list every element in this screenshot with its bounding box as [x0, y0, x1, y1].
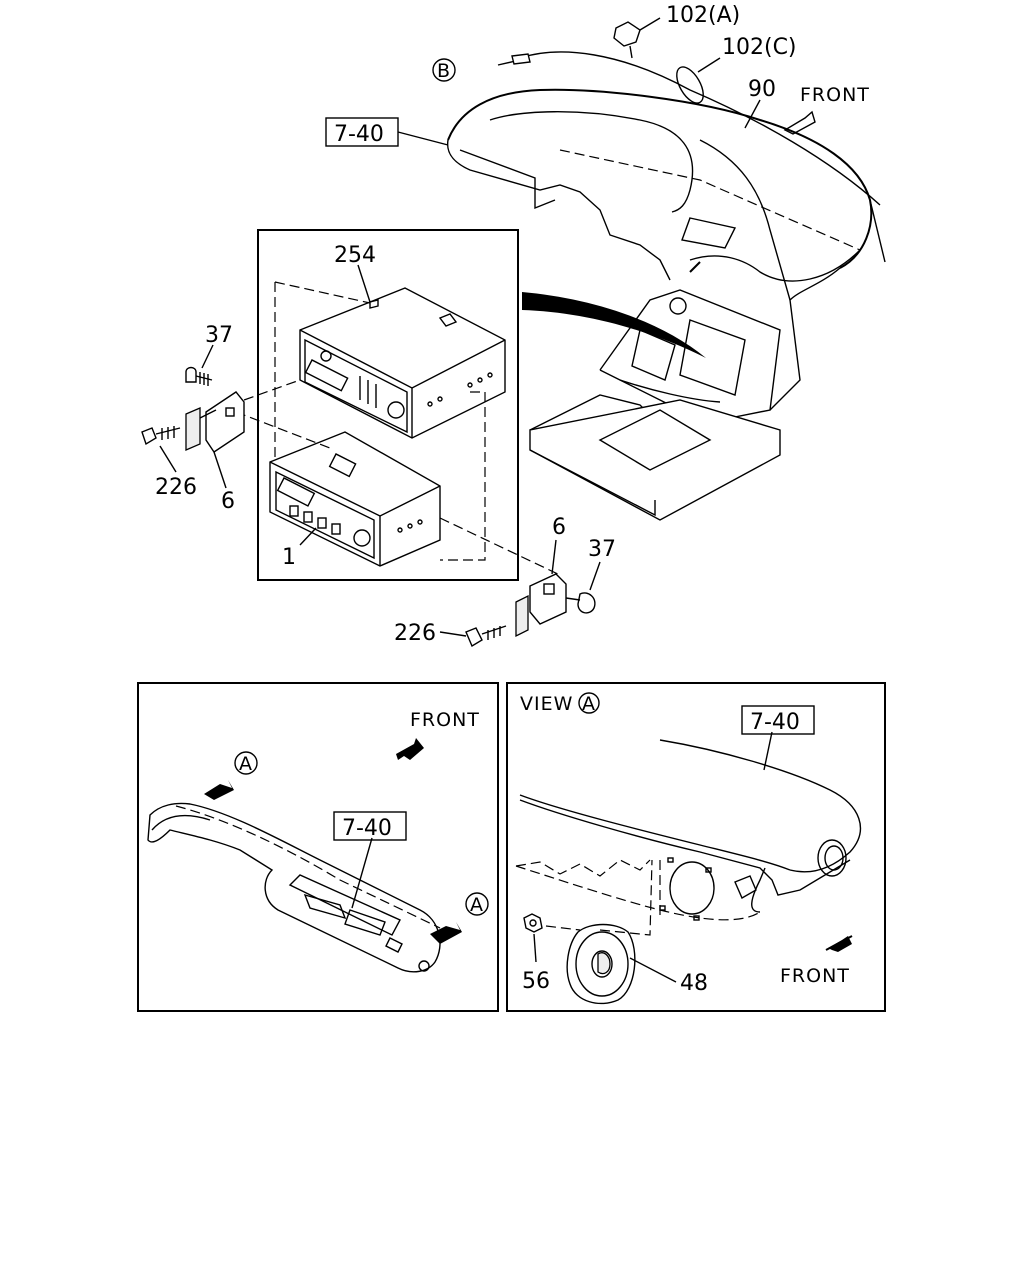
label-front-inset-left: FRONT: [410, 709, 480, 731]
label-6-left: 6: [221, 489, 235, 514]
audio-units-group: [235, 229, 561, 581]
label-view-marker: A: [582, 693, 596, 715]
circle-a-view: [578, 692, 600, 714]
dashboard-assembly: [397, 17, 886, 521]
label-48: 48: [680, 971, 708, 996]
label-254: 254: [334, 243, 376, 268]
inset-right-frame: [506, 682, 886, 1012]
label-7-40-main: 7-40: [334, 122, 384, 147]
box-7-40-main: [325, 117, 399, 147]
inset-left-frame: [137, 682, 499, 1012]
label-7-40-inset-right: 7-40: [750, 710, 800, 735]
label-view: VIEW: [520, 693, 573, 715]
box-7-40-inset-left: [333, 811, 407, 841]
label-102c: 102(C): [722, 35, 797, 60]
label-1: 1: [282, 545, 296, 570]
label-front-inset-right: FRONT: [780, 965, 850, 987]
label-front-main: FRONT: [800, 84, 870, 106]
label-7-40-inset-left: 7-40: [342, 816, 392, 841]
label-6-right: 6: [552, 515, 566, 540]
left-bracket-hardware: [141, 344, 245, 489]
label-226-left: 226: [155, 475, 197, 500]
inset-right: VIEW A 7-40 56 48 FRONT: [506, 682, 886, 1012]
box-7-40-inset-right: [741, 705, 815, 735]
inset-left: FRONT A A 7-40: [137, 682, 499, 1012]
label-a-bottom: A: [470, 894, 484, 916]
circle-a-bottom: [465, 892, 489, 916]
label-90: 90: [748, 77, 776, 102]
label-a-top: A: [239, 753, 253, 775]
label-56: 56: [522, 969, 550, 994]
label-226-right: 226: [394, 621, 436, 646]
circle-a-top: [234, 751, 258, 775]
label-102a: 102(A): [666, 3, 740, 28]
circle-b-marker: [432, 58, 456, 82]
right-bracket-hardware: [439, 539, 601, 648]
label-37-left: 37: [205, 323, 233, 348]
label-37-right: 37: [588, 537, 616, 562]
label-b: B: [437, 60, 451, 82]
main-callouts: 102(A) 102(C) B 90 FRONT 7-40 254 37 226…: [155, 3, 870, 646]
